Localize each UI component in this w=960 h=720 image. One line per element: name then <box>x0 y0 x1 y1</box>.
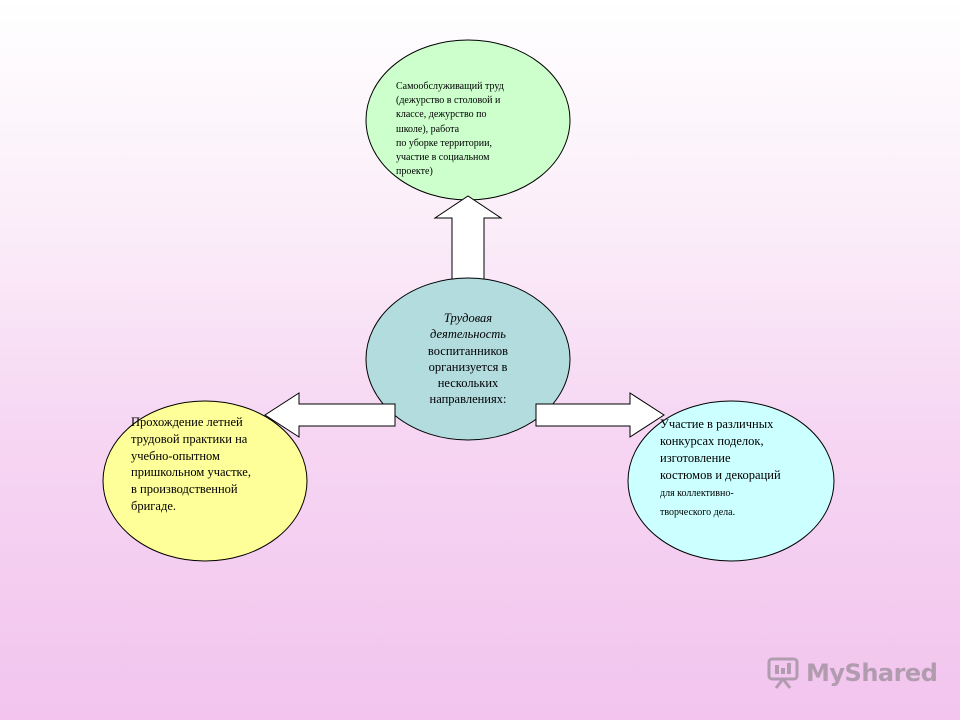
right-text-line: изготовление <box>660 451 731 465</box>
right-ellipse-text: Участие в различных конкурсах поделок, и… <box>660 416 840 522</box>
watermark-text: MyShared <box>806 659 938 687</box>
presentation-board-icon <box>767 657 799 689</box>
left-text-line: пришкольном участке, <box>131 465 251 480</box>
left-text-line: Прохождение летней <box>131 415 243 429</box>
center-italic-line: Трудовая <box>443 311 493 325</box>
right-text-small-line: для коллективно- <box>660 488 734 499</box>
top-text-line: (дежурство в столовой и <box>396 95 501 107</box>
right-text-line: костюмов и декораций <box>660 468 781 482</box>
top-text-line: участие в социальном <box>396 151 490 163</box>
right-text-line: конкурсах поделок, <box>660 434 764 448</box>
center-italic-line: деятельность <box>430 327 506 342</box>
center-ellipse <box>365 277 571 441</box>
arrow-up <box>433 195 503 283</box>
top-text-line: проекте) <box>396 166 433 178</box>
right-text-line: Участие в различных <box>660 417 774 431</box>
top-text-line: классе, дежурство по <box>396 109 487 121</box>
left-text-line: учебно-опытном <box>131 448 220 463</box>
left-text-line: трудовой практики на <box>131 431 248 446</box>
watermark: MyShared <box>766 656 938 690</box>
top-text-line: Самообслуживащий труд <box>396 81 504 92</box>
arrow-right <box>535 392 665 438</box>
top-text-line: школе), работа <box>396 123 460 135</box>
center-ellipse-text: Трудовая деятельность воспитанников орга… <box>408 310 528 408</box>
left-ellipse <box>102 400 308 562</box>
top-ellipse-text: Самообслуживащий труд (дежурство в столо… <box>396 80 546 179</box>
right-ellipse <box>627 400 835 562</box>
left-ellipse-text: Прохождение летней трудовой практики на … <box>131 414 291 515</box>
center-text-line: направлениях: <box>429 392 507 407</box>
top-text-line: по уборке территории, <box>396 137 492 149</box>
center-text-line: нескольких <box>437 376 499 390</box>
left-text-line: бригаде. <box>131 498 177 513</box>
center-text-line: организуется в <box>428 359 508 374</box>
left-text-line: в производственной <box>131 482 238 496</box>
center-text-line: воспитанников <box>427 343 509 358</box>
arrow-left <box>264 392 396 438</box>
right-text-small-line: творческого дела. <box>660 507 736 518</box>
